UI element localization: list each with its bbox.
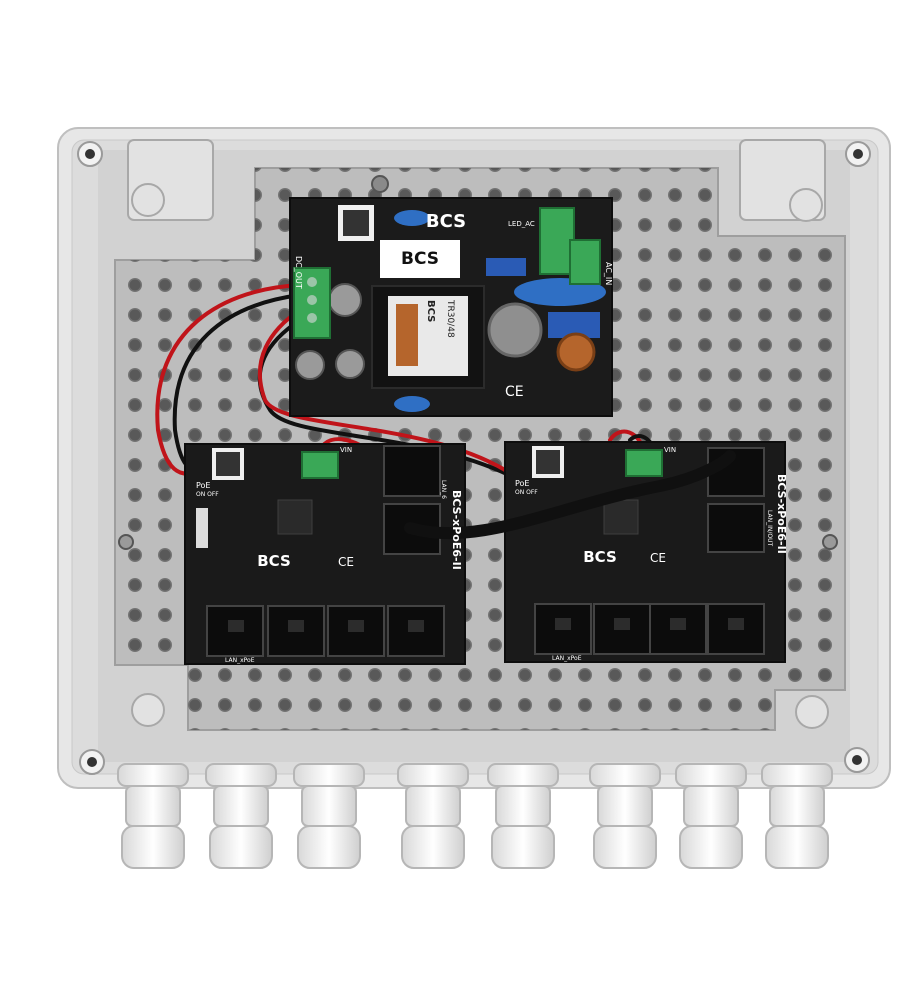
cable-glands [117, 763, 833, 869]
transformer-label: TR30/48 [445, 299, 455, 338]
poe-left-port-label: LAN_xPoE [225, 657, 255, 664]
mounting-bosses [127, 139, 829, 729]
poe-left-lan-label: LAN_6 [440, 480, 447, 499]
poe-right-brand: BCS [583, 548, 617, 566]
psu-brand-main: BCS [401, 249, 439, 269]
poe-left-poe-switch: PoE [196, 481, 211, 490]
poe-left-cert: CE [338, 555, 354, 569]
poe-right-title: BCS-xPoE6-II [775, 474, 788, 554]
psu-dc-label: DC_OUT [294, 256, 303, 289]
patch-cable [404, 450, 736, 540]
poe-right-on-off: ON OFF [515, 489, 538, 496]
psu-terminals [293, 207, 601, 339]
poe-left-vin: VIN [340, 446, 352, 454]
poe-board-left [184, 443, 466, 665]
poe-right-lan-label: LAN_IN/OUT [766, 510, 773, 546]
psu-brand-top: BCS [426, 211, 466, 232]
psu-model: BCS-ZA4802 [389, 269, 451, 279]
poe-left-on-off: ON OFF [196, 491, 219, 498]
poe-right-poe-switch: PoE [515, 479, 530, 488]
poe-board-right [504, 441, 786, 663]
poe-left-brand: BCS [257, 552, 291, 570]
psu-led-label: LED_AC [508, 220, 535, 228]
poe-right-port-label: LAN_xPoE [552, 655, 582, 662]
poe-right-vin: VIN [664, 446, 676, 454]
poe-left-title: BCS-xPoE6-II [450, 490, 463, 570]
psu-ac-label: AC_IN [604, 262, 613, 285]
corner-screws [77, 141, 871, 775]
poe-right-cert: CE [650, 551, 666, 565]
psu-cert: CE [505, 384, 524, 400]
transformer-brand: BCS [425, 300, 436, 322]
